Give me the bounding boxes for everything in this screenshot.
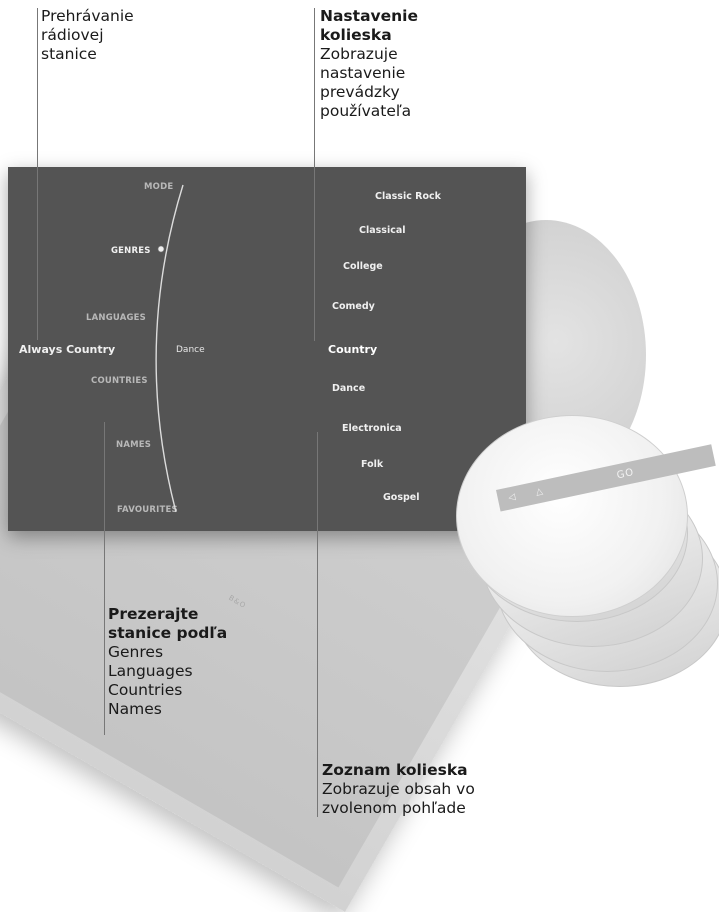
callout-line: Zobrazuje obsah vo (322, 780, 475, 798)
callout-line: používateľa (320, 102, 412, 120)
callout-title: Nastavenie (320, 7, 419, 25)
category-countries[interactable]: COUNTRIES (91, 376, 148, 386)
leader-wheel-list (317, 432, 318, 817)
list-item-folk[interactable]: Folk (361, 459, 384, 470)
callout-line: Zobrazuje (320, 45, 398, 63)
current-genre-value: Dance (176, 345, 205, 355)
left-arrow-icon[interactable]: ◁ (507, 492, 517, 504)
screen: MODE GENRES LANGUAGES COUNTRIES NAMES FA… (8, 167, 526, 531)
callout-title: Zoznam kolieska (322, 761, 468, 779)
callout-wheel-setting: Nastavenie kolieska Zobrazuje nastavenie… (320, 7, 418, 121)
list-item-electronica[interactable]: Electronica (342, 423, 402, 434)
list-item-dance[interactable]: Dance (332, 383, 366, 394)
callout-line: Countries (108, 681, 183, 699)
callout-wheel-list: Zoznam kolieska Zobrazuje obsah vo zvole… (322, 761, 475, 818)
callout-radio-line: rádiovej (41, 26, 104, 44)
callout-title: kolieska (320, 26, 392, 44)
list-item-classic-rock[interactable]: Classic Rock (375, 191, 441, 202)
category-favourites[interactable]: FAVOURITES (117, 505, 178, 515)
callout-line: zvolenom pohľade (322, 799, 466, 817)
up-arrow-icon[interactable]: △ (534, 486, 544, 498)
callout-title: Prezerajte (108, 605, 199, 623)
list-item-college[interactable]: College (343, 261, 383, 272)
list-item-country[interactable]: Country (328, 343, 378, 356)
callout-radio-line: Prehrávanie (41, 7, 134, 25)
callout-line: Languages (108, 662, 193, 680)
leader-browse (104, 422, 105, 735)
list-item-classical[interactable]: Classical (359, 225, 406, 236)
category-mode[interactable]: MODE (144, 182, 174, 192)
callout-radio: Prehrávanie rádiovej stanice (41, 7, 134, 64)
remote-control: ◁ △ GO (456, 415, 719, 687)
callout-line: Names (108, 700, 162, 718)
callout-radio-line: stanice (41, 45, 97, 63)
category-genres[interactable]: GENRES (111, 246, 151, 256)
callout-line: nastavenie (320, 64, 406, 82)
station-name: Always Country (19, 343, 116, 356)
callout-browse: Prezerajte stanice podľa Genres Language… (108, 605, 227, 719)
list-item-gospel[interactable]: Gospel (383, 492, 420, 503)
callout-line: prevádzky (320, 83, 400, 101)
callout-line: Genres (108, 643, 164, 661)
leader-wheel-setting (314, 8, 315, 341)
list-item-comedy[interactable]: Comedy (332, 301, 375, 312)
callout-title: stanice podľa (108, 624, 228, 642)
go-button[interactable]: GO (615, 466, 636, 481)
category-languages[interactable]: LANGUAGES (86, 313, 147, 323)
leader-radio (37, 8, 38, 340)
remote-face (456, 415, 688, 617)
category-names[interactable]: NAMES (116, 440, 152, 450)
